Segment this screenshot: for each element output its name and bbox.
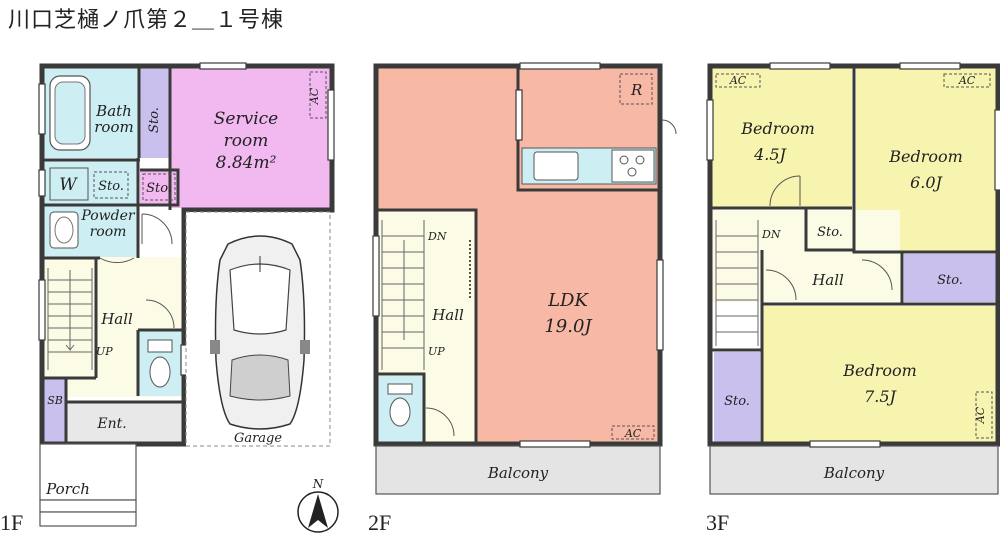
floor-3: AC AC AC Bedroom 4.5J Bedroom 6.0J Bedro…: [706, 62, 1000, 535]
floor-1: Bath room Sto. Service room 8.84m² AC W …: [0, 62, 339, 535]
bed1-size: 4.5J: [753, 145, 787, 164]
sto-3f-3-label: Sto.: [724, 394, 750, 409]
floor-1-label: 1F: [0, 510, 23, 535]
w-label: W: [59, 175, 78, 195]
balcony-2f-label: Balcony: [487, 464, 549, 482]
bed2-label: Bedroom: [888, 147, 963, 166]
floor-2: R LDK 19.0J AC DN Hall UP Balcony 2F: [368, 62, 677, 535]
service-label-1: Service: [214, 109, 278, 129]
hall-1f-label: Hall: [100, 310, 133, 328]
ent-label: Ent.: [96, 416, 126, 432]
storage-bath: [140, 68, 170, 158]
up-1f-label: UP: [96, 345, 113, 358]
balcony-3f-label: Balcony: [823, 464, 885, 482]
bed2-size: 6.0J: [910, 173, 943, 192]
service-label-2: room: [224, 131, 269, 151]
sto-3f-1-label: Sto.: [817, 225, 843, 240]
dn-3f-label: DN: [761, 228, 781, 241]
sto-3f-2-label: Sto.: [937, 273, 963, 288]
storage-3f-2: [904, 254, 996, 302]
car-icon: [210, 235, 310, 430]
sto-bath-label: Sto.: [147, 107, 162, 133]
balcony-2f: [376, 446, 660, 494]
storage-3f-3: [714, 352, 760, 442]
bath-label-2: room: [94, 118, 133, 136]
bed3-size: 7.5J: [864, 387, 897, 406]
sb-label: SB: [47, 394, 63, 407]
sto-pink-label: Sto.: [146, 181, 172, 196]
sto-w-label: Sto.: [98, 179, 124, 194]
powder-label-1: Powder: [80, 208, 136, 224]
ac-3f-1-label: AC: [729, 74, 747, 87]
powder-label-2: room: [90, 224, 127, 240]
fridge-label: R: [630, 81, 642, 99]
service-area: 8.84m²: [216, 153, 277, 173]
ac-3f-2-label: AC: [958, 74, 976, 87]
storage-pink: [140, 170, 178, 205]
shoe-box: [44, 378, 66, 442]
garage-label: Garage: [234, 431, 282, 446]
dn-2f-label: DN: [427, 230, 447, 243]
bedroom-7-5: [762, 306, 996, 442]
bed1-label: Bedroom: [740, 119, 815, 138]
floor-3-label: 3F: [706, 510, 729, 535]
bath-label-1: Bath: [95, 102, 132, 120]
hall-3f-label: Hall: [811, 271, 844, 289]
ac-2f-label: AC: [624, 427, 642, 440]
floor-2-label: 2F: [368, 510, 391, 535]
hall-2f-label: Hall: [431, 306, 464, 324]
north-arrow-icon: [297, 491, 339, 533]
bed3-label: Bedroom: [842, 361, 917, 380]
ldk-label: LDK: [547, 290, 589, 311]
service-room: [170, 68, 330, 208]
compass-n: N: [312, 477, 324, 491]
ac-3f-3-label: AC: [974, 406, 987, 424]
balcony-3f: [710, 446, 998, 494]
ac-service-label: AC: [308, 87, 321, 105]
bedroom-4-5: [712, 68, 852, 208]
porch-label: Porch: [45, 480, 90, 498]
up-2f-label: UP: [428, 345, 445, 358]
entrance: [66, 402, 184, 442]
ldk-size: 19.0J: [544, 316, 593, 337]
page-title: 川口芝樋ノ爪第２＿１号棟: [8, 8, 285, 33]
